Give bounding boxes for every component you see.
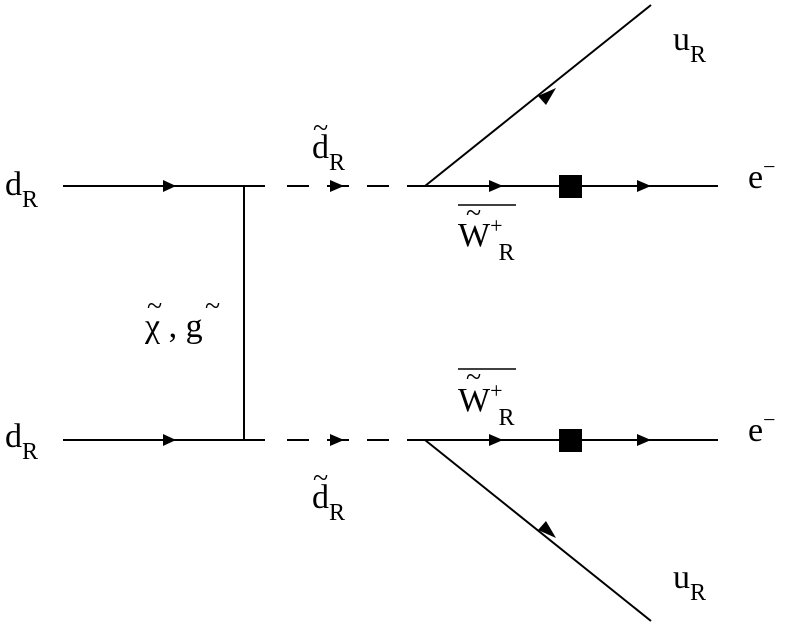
incoming-bottom-arrow xyxy=(163,434,176,446)
label-quark-bottom: uR xyxy=(673,559,706,606)
label-wino-top: W+R xyxy=(458,213,515,266)
label-exchange: χ , g xyxy=(144,308,203,345)
label-wino-top-tilde: ~ xyxy=(466,198,481,229)
label-squark-top-tilde: ~ xyxy=(313,113,328,144)
label-squark-bottom-tilde: ~ xyxy=(313,463,328,494)
label-electron-top: e− xyxy=(748,154,776,196)
squark-top-arrow xyxy=(330,180,344,192)
squark-bottom-arrow xyxy=(330,434,344,446)
label-electron-bottom: e− xyxy=(748,407,776,449)
quark-top-line xyxy=(424,4,652,187)
electron-top-arrow xyxy=(637,180,651,192)
label-quark-top: uR xyxy=(673,21,706,68)
label-exchange-tilde-g: ~ xyxy=(205,291,220,322)
quark-top-arrow xyxy=(538,88,556,105)
label-exchange-tilde-chi: ~ xyxy=(147,291,162,322)
label-incoming-top: dR xyxy=(5,166,38,213)
wino-bottom-arrow xyxy=(489,434,503,446)
label-wino-bottom-tilde: ~ xyxy=(466,362,481,393)
label-incoming-bottom: dR xyxy=(5,418,38,465)
mass-insertion-bottom xyxy=(559,429,582,452)
electron-bottom-arrow xyxy=(637,434,651,446)
mass-insertion-top xyxy=(559,175,582,198)
wino-top-arrow xyxy=(489,180,503,192)
incoming-top-arrow xyxy=(163,180,176,192)
quark-bottom-arrow xyxy=(538,521,556,538)
label-squark-top: dR xyxy=(312,129,345,176)
quark-bottom-line xyxy=(424,439,652,622)
label-squark-bottom: dR xyxy=(312,479,345,526)
label-wino-bottom: W+R xyxy=(458,378,515,431)
